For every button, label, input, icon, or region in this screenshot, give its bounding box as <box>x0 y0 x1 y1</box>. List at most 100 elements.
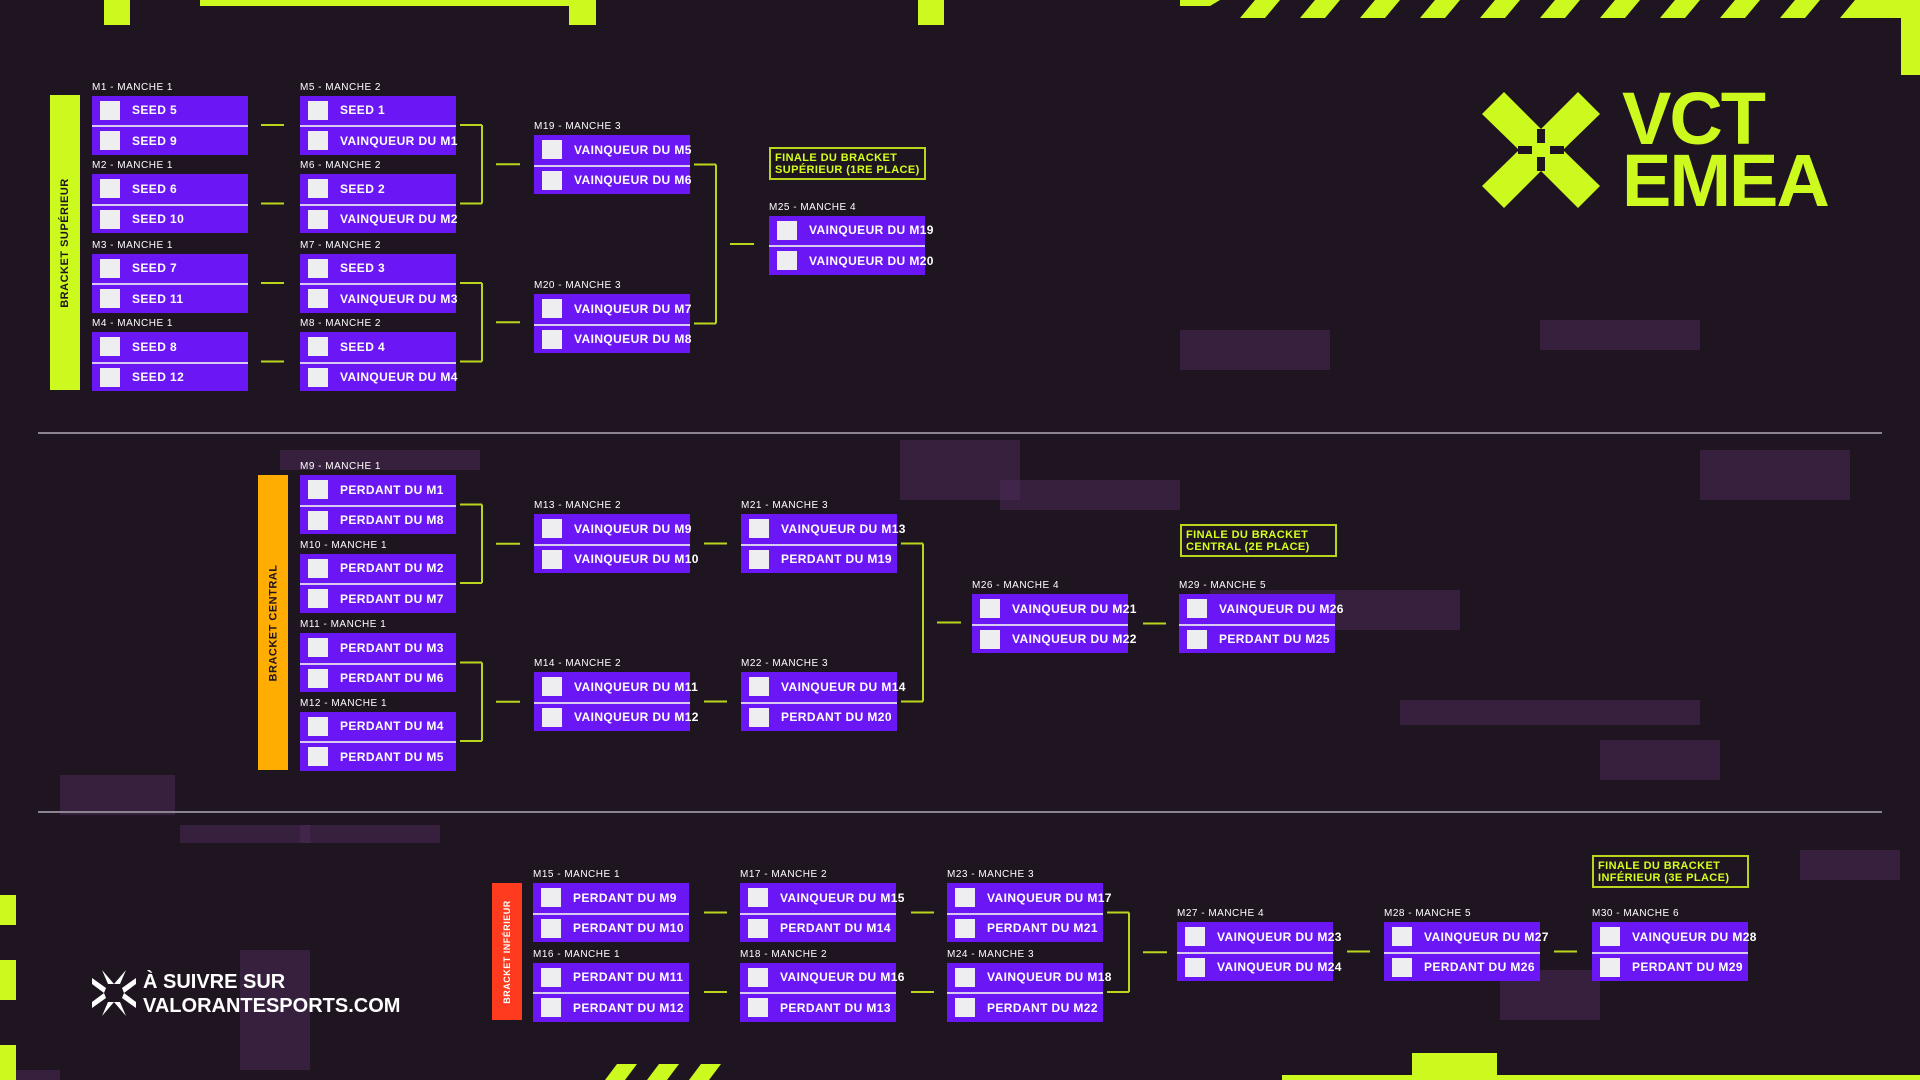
team-logo-placeholder <box>749 549 769 569</box>
team-slot[interactable]: PERDANT DU M7 <box>300 583 456 613</box>
team-logo-placeholder <box>100 367 120 387</box>
team-name: PERDANT DU M7 <box>340 591 444 606</box>
team-slot[interactable]: PERDANT DU M11 <box>533 962 689 992</box>
team-logo-placeholder <box>542 329 562 349</box>
team-slot[interactable]: SEED 7 <box>92 253 248 283</box>
team-logo-placeholder <box>542 549 562 569</box>
team-slot[interactable]: VAINQUEUR DU M13 <box>741 514 905 544</box>
team-slot[interactable]: PERDANT DU M9 <box>533 883 689 913</box>
team-slot[interactable]: VAINQUEUR DU M3 <box>300 283 457 313</box>
match-label: M18 - MANCHE 2 <box>740 948 828 960</box>
team-slot[interactable]: PERDANT DU M20 <box>741 701 897 731</box>
team-slot[interactable]: PERDANT DU M1 <box>300 475 456 505</box>
team-slot[interactable]: PERDANT DU M5 <box>300 741 456 771</box>
match-card: M9 - MANCHE 1 PERDANT DU M1 PERDANT DU M8 <box>300 461 456 534</box>
match-label: M8 - MANCHE 2 <box>300 318 381 329</box>
match-label: M30 - MANCHE 6 <box>1592 908 1680 919</box>
team-slot[interactable]: SEED 2 <box>300 174 456 204</box>
team-slot[interactable]: PERDANT DU M14 <box>740 912 896 942</box>
team-logo-placeholder <box>308 668 328 688</box>
team-name: PERDANT DU M25 <box>1219 632 1330 647</box>
lower-final-tag: FINALE DU BRACKET INFÉRIEUR (3E PLACE) <box>1592 855 1749 888</box>
team-slot[interactable]: VAINQUEUR DU M22 <box>972 623 1136 653</box>
team-logo-placeholder <box>1185 927 1205 947</box>
team-name: VAINQUEUR DU M12 <box>574 710 699 725</box>
team-logo-placeholder <box>308 100 328 120</box>
team-slot[interactable]: VAINQUEUR DU M1 <box>300 125 457 155</box>
team-slot[interactable]: SEED 5 <box>92 95 248 125</box>
team-slot[interactable]: SEED 1 <box>300 95 456 125</box>
team-slot[interactable]: SEED 6 <box>92 174 248 204</box>
team-name: VAINQUEUR DU M17 <box>987 890 1112 905</box>
match-label: M9 - MANCHE 1 <box>300 461 381 472</box>
match-label: M3 - MANCHE 1 <box>92 239 173 251</box>
team-logo-placeholder <box>542 140 562 160</box>
team-slot[interactable]: VAINQUEUR DU M18 <box>947 962 1111 992</box>
team-slot[interactable]: PERDANT DU M29 <box>1592 951 1748 981</box>
team-slot[interactable]: PERDANT DU M10 <box>533 912 689 942</box>
team-slot[interactable]: VAINQUEUR DU M19 <box>769 215 933 245</box>
team-slot[interactable]: PERDANT DU M26 <box>1384 951 1540 981</box>
team-slot[interactable]: VAINQUEUR DU M12 <box>534 701 698 731</box>
team-slot[interactable]: VAINQUEUR DU M2 <box>300 203 457 233</box>
team-slot[interactable]: PERDANT DU M22 <box>947 992 1103 1022</box>
team-slot[interactable]: SEED 4 <box>300 332 456 362</box>
team-slot[interactable]: PERDANT DU M8 <box>300 504 456 534</box>
team-slot[interactable]: VAINQUEUR DU M17 <box>947 883 1111 913</box>
team-slot[interactable]: SEED 10 <box>92 203 248 233</box>
team-slot[interactable]: VAINQUEUR DU M7 <box>534 294 691 324</box>
team-slot[interactable]: VAINQUEUR DU M27 <box>1384 922 1548 952</box>
team-slot[interactable]: VAINQUEUR DU M14 <box>741 672 905 702</box>
match-label: M4 - MANCHE 1 <box>92 318 173 329</box>
team-slot[interactable]: VAINQUEUR DU M10 <box>534 543 698 573</box>
team-slot[interactable]: VAINQUEUR DU M4 <box>300 361 457 391</box>
team-name: SEED 11 <box>132 291 184 306</box>
team-slot[interactable]: VAINQUEUR DU M26 <box>1179 594 1343 624</box>
team-slot[interactable]: VAINQUEUR DU M23 <box>1177 922 1341 952</box>
team-slot[interactable]: VAINQUEUR DU M24 <box>1177 951 1341 981</box>
team-slot[interactable]: VAINQUEUR DU M20 <box>769 245 933 275</box>
team-logo-placeholder <box>748 918 768 938</box>
team-slot[interactable]: PERDANT DU M19 <box>741 543 897 573</box>
team-slot[interactable]: VAINQUEUR DU M5 <box>534 135 691 165</box>
team-slot[interactable]: SEED 3 <box>300 253 456 283</box>
team-logo-placeholder <box>308 131 328 151</box>
team-slot[interactable]: PERDANT DU M12 <box>533 992 689 1022</box>
team-slot[interactable]: PERDANT DU M3 <box>300 633 456 663</box>
team-logo-placeholder <box>955 998 975 1018</box>
team-slot[interactable]: VAINQUEUR DU M11 <box>534 672 698 702</box>
team-slot[interactable]: PERDANT DU M21 <box>947 912 1103 942</box>
match-label: M25 - MANCHE 4 <box>769 201 857 213</box>
team-logo-placeholder <box>1392 957 1412 977</box>
team-logo-placeholder <box>308 716 328 736</box>
team-slot[interactable]: SEED 9 <box>92 125 248 155</box>
team-name: VAINQUEUR DU M15 <box>780 890 905 905</box>
team-slot[interactable]: VAINQUEUR DU M6 <box>534 164 691 194</box>
team-logo-placeholder <box>1187 629 1207 649</box>
team-slot[interactable]: SEED 8 <box>92 332 248 362</box>
team-logo-placeholder <box>749 707 769 727</box>
footer-website-link[interactable]: VALORANTESPORTS.COM <box>143 995 401 1017</box>
team-slot[interactable]: PERDANT DU M6 <box>300 662 456 692</box>
team-slot[interactable]: VAINQUEUR DU M21 <box>972 594 1136 624</box>
team-slot[interactable]: VAINQUEUR DU M15 <box>740 883 904 913</box>
team-slot[interactable]: PERDANT DU M25 <box>1179 623 1335 653</box>
team-name: PERDANT DU M1 <box>340 482 444 497</box>
team-slot[interactable]: SEED 11 <box>92 283 248 313</box>
team-slot[interactable]: PERDANT DU M13 <box>740 992 896 1022</box>
team-slot[interactable]: VAINQUEUR DU M28 <box>1592 922 1756 952</box>
team-slot[interactable]: PERDANT DU M4 <box>300 711 456 741</box>
team-slot[interactable]: PERDANT DU M2 <box>300 553 456 583</box>
team-slot[interactable]: SEED 12 <box>92 361 248 391</box>
team-logo-placeholder <box>541 998 561 1018</box>
team-slot[interactable]: VAINQUEUR DU M9 <box>534 514 691 544</box>
team-logo-placeholder <box>777 220 797 240</box>
match-label: M11 - MANCHE 1 <box>300 619 387 630</box>
team-slot[interactable]: VAINQUEUR DU M16 <box>740 962 904 992</box>
team-logo-placeholder <box>1187 599 1207 619</box>
team-slot[interactable]: VAINQUEUR DU M8 <box>534 323 691 353</box>
